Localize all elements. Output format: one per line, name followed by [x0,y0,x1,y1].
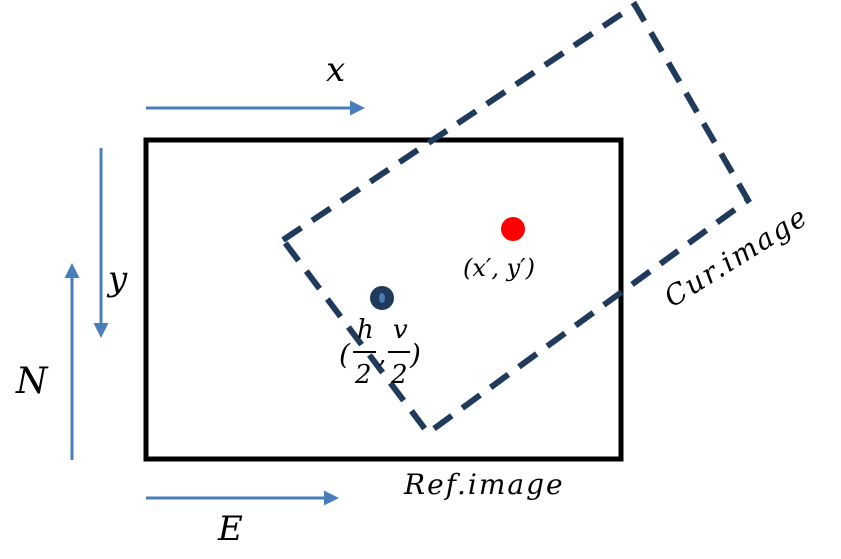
center-label-v: v [393,315,408,345]
y-axis-label: y [106,259,128,299]
ref-image-label: Ref.image [403,468,565,501]
center-label-denominator-h: 2 [354,360,372,390]
center-label-denominator-v: 2 [390,360,408,390]
x-axis-label: x [326,50,345,90]
east-label: E [217,509,243,549]
center-label-comma: , [378,340,386,370]
ref-image-frame [143,137,624,462]
center-label-close-paren: ) [409,338,421,371]
center-label-h: h [357,315,374,345]
current-point-label: (x′, y′) [463,254,535,282]
center-label-open-paren: ( [339,338,351,371]
cur-image-frame [278,0,752,438]
north-label: N [15,361,49,402]
current-point-marker [501,217,525,241]
cur-image-label: Cur.image [658,199,814,314]
center-marker-dot [379,293,385,303]
center-label: ( h 2 , v 2 ) [339,315,421,390]
